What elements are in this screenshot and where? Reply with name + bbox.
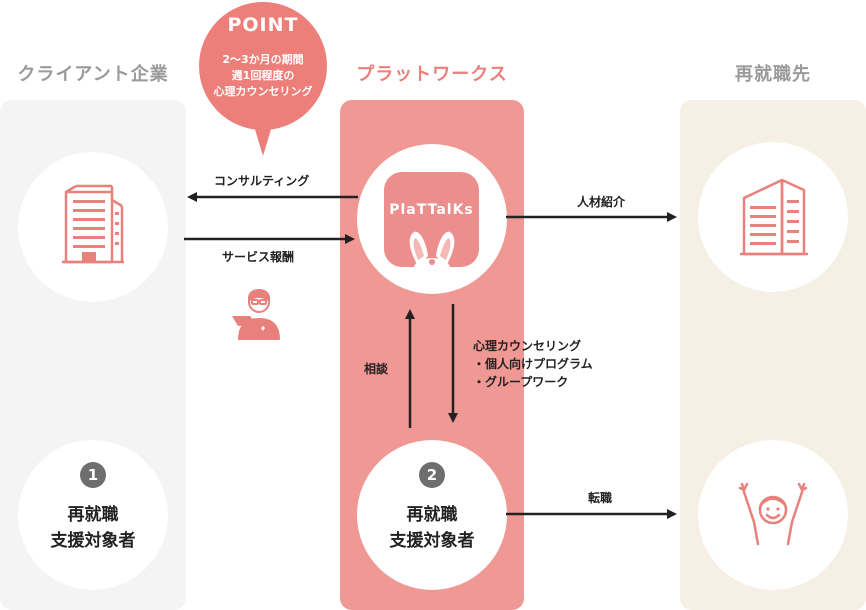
plattalks-logo: PlaTTalKs — [384, 172, 479, 267]
target-label-line2: 支援対象者 — [389, 531, 475, 551]
client-target-circle: 1 再就職 支援対象者 — [18, 440, 168, 590]
reemployment-company-circle — [698, 142, 848, 292]
plattalks-logo-text: PlaTTalKs — [389, 202, 474, 218]
target-label-line1: 再就職 — [67, 505, 119, 525]
reemployed-person-circle — [698, 440, 848, 590]
bunny-ears-icon — [409, 231, 455, 267]
plattworks-column-title: プラットワークス — [356, 64, 508, 85]
counseling-item1-label: ・個人向けプログラム — [473, 357, 593, 371]
building-icon — [62, 184, 124, 264]
point-bubble-tail — [254, 126, 272, 156]
point-line-1: 2〜3か月の期間 — [222, 53, 304, 66]
point-bubble: POINT 2〜3か月の期間 週1回程度の 心理カウンセリング — [199, 2, 327, 130]
client-company-circle — [18, 152, 168, 302]
counselor-person-icon — [232, 289, 280, 340]
number-badge-1: 1 — [80, 462, 106, 488]
counseling-title-label: 心理カウンセリング — [473, 339, 582, 353]
consultation-label: 相談 — [364, 362, 389, 376]
cheering-person-icon — [738, 482, 808, 546]
building-icon — [740, 178, 808, 256]
consulting-label: コンサルティング — [214, 174, 310, 188]
job-change-label: 転職 — [588, 491, 613, 505]
point-title: POINT — [227, 14, 299, 36]
point-line-2: 週1回程度の — [231, 69, 295, 82]
point-line-3: 心理カウンセリング — [213, 85, 313, 98]
target-label-line2: 支援対象者 — [50, 531, 136, 551]
counseling-item2-label: ・グループワーク — [473, 375, 569, 389]
service-fee-label: サービス報酬 — [222, 250, 295, 264]
reemployment-column-title: 再就職先 — [735, 64, 811, 85]
client-column-title: クライアント企業 — [17, 64, 169, 85]
center-target-circle: 2 再就職 支援対象者 — [357, 440, 507, 590]
placement-label: 人材紹介 — [577, 195, 626, 209]
target-label-line1: 再就職 — [406, 505, 458, 525]
number-badge-2: 2 — [419, 462, 445, 488]
